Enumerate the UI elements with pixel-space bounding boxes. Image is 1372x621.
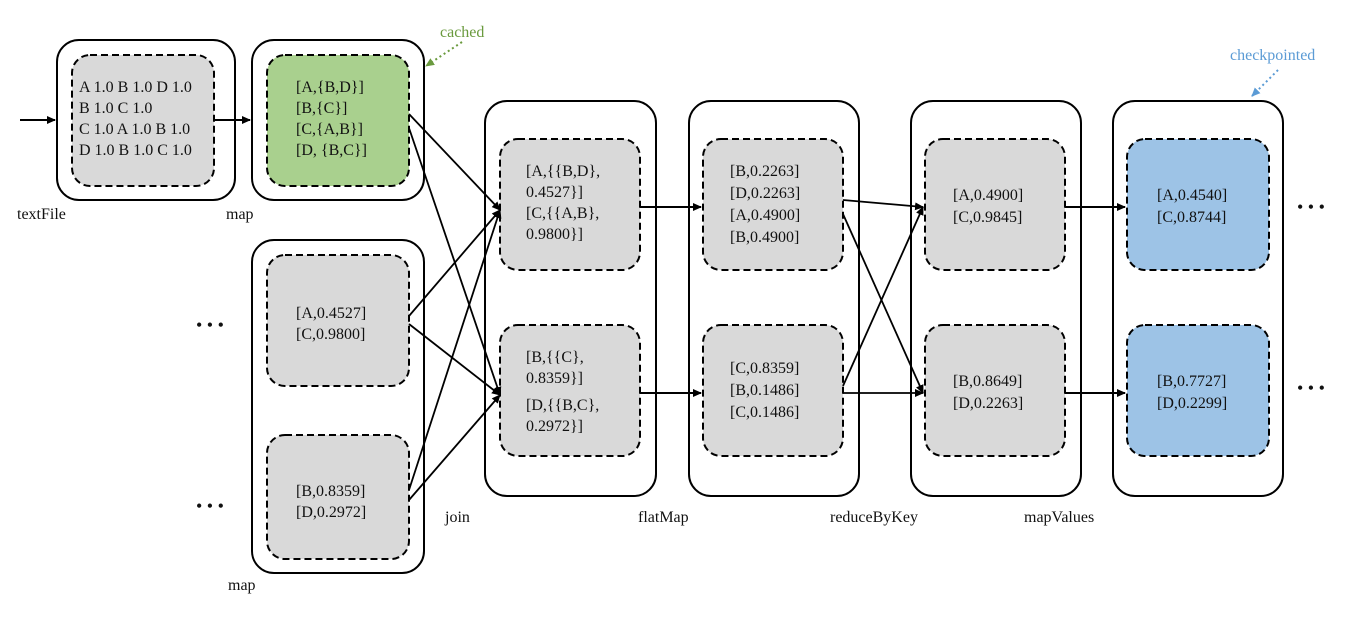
ellipsis-left-upper: • • • [196,315,224,335]
flatmap-line: [B,0.1486] [730,382,799,399]
partition-reducebykey-2 [924,324,1066,457]
cached-label: cached [440,24,484,41]
content-mapvalues-1: [A,0.4540] [C,0.8744] [1157,187,1227,226]
content-mapvalues-2: [B,0.7727] [D,0.2299] [1157,373,1227,412]
mapvalues-line: [C,0.8744] [1157,209,1226,226]
ranks-line: [A,0.4527] [296,305,366,322]
join-line: 0.8359}] [526,370,583,387]
content-join-1: [A,{{B,D}, 0.4527}] [C,{{A,B}, 0.9800}] [526,163,600,243]
ellipsis-right-upper: • • • [1297,197,1325,217]
stage-label-textfile: textFile [17,206,66,223]
partition-map-links [266,54,410,187]
checkpointed-pointer [1251,69,1279,97]
stage-label-reducebykey: reduceByKey [830,509,918,526]
ellipsis-left-lower: • • • [196,496,224,516]
arrow-flatmap2-to-reduce-1 [842,206,924,387]
partition-flatmap-2 [702,324,844,457]
textfile-line: C 1.0 A 1.0 B 1.0 [79,121,190,138]
links-line: [C,{A,B}] [296,121,363,138]
arrow-flatmap1-to-reduce-2 [842,213,924,394]
content-reducebykey-2: [B,0.8649] [D,0.2263] [953,373,1023,412]
textfile-line: A 1.0 B 1.0 D 1.0 [79,79,192,96]
links-line: [B,{C}] [296,100,347,117]
partition-mapvalues-1 [1126,138,1270,271]
arrow-ranks2-to-join-2 [408,394,501,501]
arrow-links-to-join-1 [408,113,501,211]
join-line: 0.9800}] [526,226,583,243]
content-reducebykey-1: [A,0.4900] [C,0.9845] [953,187,1023,226]
content-map-links: [A,{B,D}] [B,{C}] [C,{A,B}] [D, {B,C}] [296,79,367,159]
content-textfile: A 1.0 B 1.0 D 1.0 B 1.0 C 1.0 C 1.0 A 1.… [79,79,192,159]
flatmap-line: [B,0.2263] [730,163,799,180]
partition-reducebykey-1 [924,138,1066,271]
reduce-line: [A,0.4900] [953,187,1023,204]
partition-map-ranks-1 [266,254,410,387]
reduce-line: [B,0.8649] [953,373,1022,390]
flatmap-line: [A,0.4900] [730,207,800,224]
flatmap-line: [C,0.1486] [730,404,799,421]
rdd-mapvalues [1112,100,1284,497]
rdd-flatmap [688,100,860,497]
textfile-line: D 1.0 B 1.0 C 1.0 [79,142,192,159]
reduce-line: [C,0.9845] [953,209,1022,226]
rdd-reducebykey [910,100,1082,497]
ellipsis-right-lower: • • • [1297,378,1325,398]
ranks-line: [C,0.9800] [296,326,365,343]
join-line: [B,{{C}, [526,349,584,366]
arrow-ranks2-to-join-1 [408,209,502,491]
join-line: [A,{{B,D}, [526,163,600,180]
mapvalues-line: [B,0.7727] [1157,373,1226,390]
flatmap-line: [B,0.4900] [730,229,799,246]
join-line: 0.4527}] [526,184,583,201]
cached-pointer [425,41,463,67]
rdd-join [484,100,657,497]
flatmap-line: [D,0.2263] [730,185,800,202]
stage-label-map-links: map [226,206,254,223]
partition-mapvalues-2 [1126,324,1270,457]
mapvalues-line: [A,0.4540] [1157,187,1227,204]
stage-label-mapvalues: mapValues [1024,509,1094,526]
partition-map-ranks-2 [266,434,410,560]
arrow-links-to-join-2 [408,127,502,396]
rdd-map-links [251,39,425,201]
arrow-flatmap1-to-reduce-1 [842,199,924,211]
flatmap-line: [C,0.8359] [730,360,799,377]
links-line: [A,{B,D}] [296,79,364,96]
arrow-ranks1-to-join-2 [408,323,501,396]
stage-label-join: join [444,509,470,526]
join-line: [C,{{A,B}, [526,205,599,222]
join-line: 0.2972}] [526,418,583,435]
textfile-line: B 1.0 C 1.0 [79,100,152,117]
join-line: [D,{{B,C}, [526,397,599,414]
arrow-ranks1-to-join-1 [408,209,501,317]
partition-join-2 [499,324,641,457]
links-line: [D, {B,C}] [296,142,367,159]
content-flatmap-2: [C,0.8359] [B,0.1486] [C,0.1486] [730,360,799,421]
reduce-line: [D,0.2263] [953,395,1023,412]
checkpointed-label: checkpointed [1230,47,1315,64]
mapvalues-line: [D,0.2299] [1157,395,1227,412]
ranks-line: [B,0.8359] [296,483,365,500]
ranks-line: [D,0.2972] [296,504,366,521]
content-map-ranks-2: [B,0.8359] [D,0.2972] [296,483,366,521]
content-flatmap-1: [B,0.2263] [D,0.2263] [A,0.4900] [B,0.49… [730,163,800,246]
content-join-2: [B,{{C}, 0.8359}] [D,{{B,C}, 0.2972}] [526,349,599,435]
stage-label-map-ranks: map [228,577,256,594]
content-map-ranks-1: [A,0.4527] [C,0.9800] [296,305,366,343]
stage-label-flatmap: flatMap [638,509,689,526]
partition-flatmap-1 [702,138,844,271]
rdd-map-ranks [251,239,425,574]
